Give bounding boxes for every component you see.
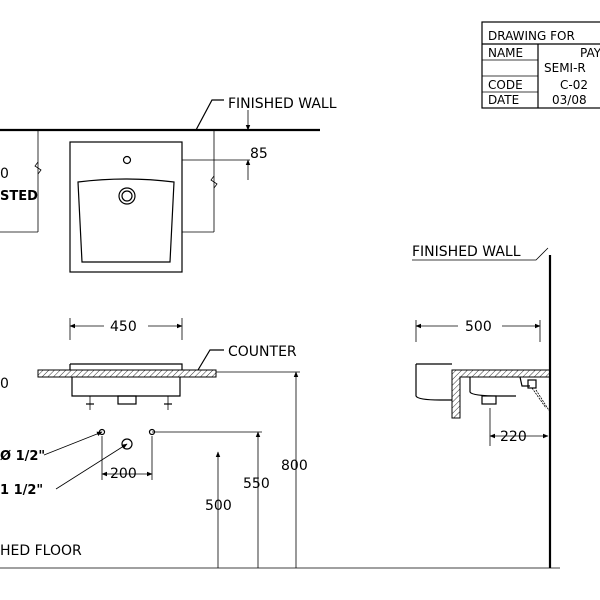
- finished-wall-top-label: FINISHED WALL: [228, 96, 337, 112]
- pipe-label-waste: 1 1/2": [0, 483, 43, 498]
- faucet-hole: [122, 155, 132, 165]
- dim-450: 450: [110, 319, 137, 335]
- dim-200: 200: [110, 466, 137, 482]
- basin-outline-plan: [69, 141, 183, 273]
- dim-500-height: 500: [205, 498, 232, 514]
- basin-bowl: [77, 178, 175, 263]
- pipe-label-supply: Ø 1/2": [0, 449, 45, 464]
- basin-profile-side: [415, 363, 452, 401]
- counter-label: COUNTER: [228, 344, 297, 360]
- counter-section: [37, 369, 217, 378]
- left-number-mid: 0: [0, 376, 9, 392]
- left-text-top: STED: [0, 189, 38, 204]
- title-value-name-2: SEMI-R: [544, 61, 586, 75]
- dim-220: 220: [500, 429, 527, 445]
- plan-view: FINISHED WALL 85 0 STED: [0, 96, 337, 273]
- side-view: FINISHED WALL 500 220: [412, 244, 552, 568]
- left-number-top: 0: [0, 166, 9, 182]
- dim-500-side: 500: [465, 319, 492, 335]
- finished-floor-label: HED FLOOR: [0, 543, 82, 559]
- dim-85: 85: [250, 146, 268, 162]
- trap-front: [117, 395, 137, 405]
- title-value-code: C-02: [560, 78, 588, 92]
- title-value-name: PAY: [580, 46, 600, 60]
- title-block-header: DRAWING FOR: [488, 29, 575, 43]
- dim-550: 550: [243, 476, 270, 492]
- finished-wall-side-label: FINISHED WALL: [412, 244, 521, 260]
- title-value-date: 03/08: [552, 93, 587, 107]
- drain-icon: [121, 190, 133, 202]
- counter-side-section: [451, 369, 551, 419]
- front-view: 450 COUNTER Ø 1/2" 1 1/2" 200 0: [0, 318, 560, 569]
- title-key-date: DATE: [488, 93, 519, 107]
- title-key-code: CODE: [488, 78, 523, 92]
- dim-800: 800: [281, 458, 308, 474]
- title-key-name: NAME: [488, 46, 523, 60]
- basin-body-front: [71, 377, 181, 397]
- title-block: DRAWING FOR NAME PAY SEMI-R CODE C-02 DA…: [481, 21, 600, 109]
